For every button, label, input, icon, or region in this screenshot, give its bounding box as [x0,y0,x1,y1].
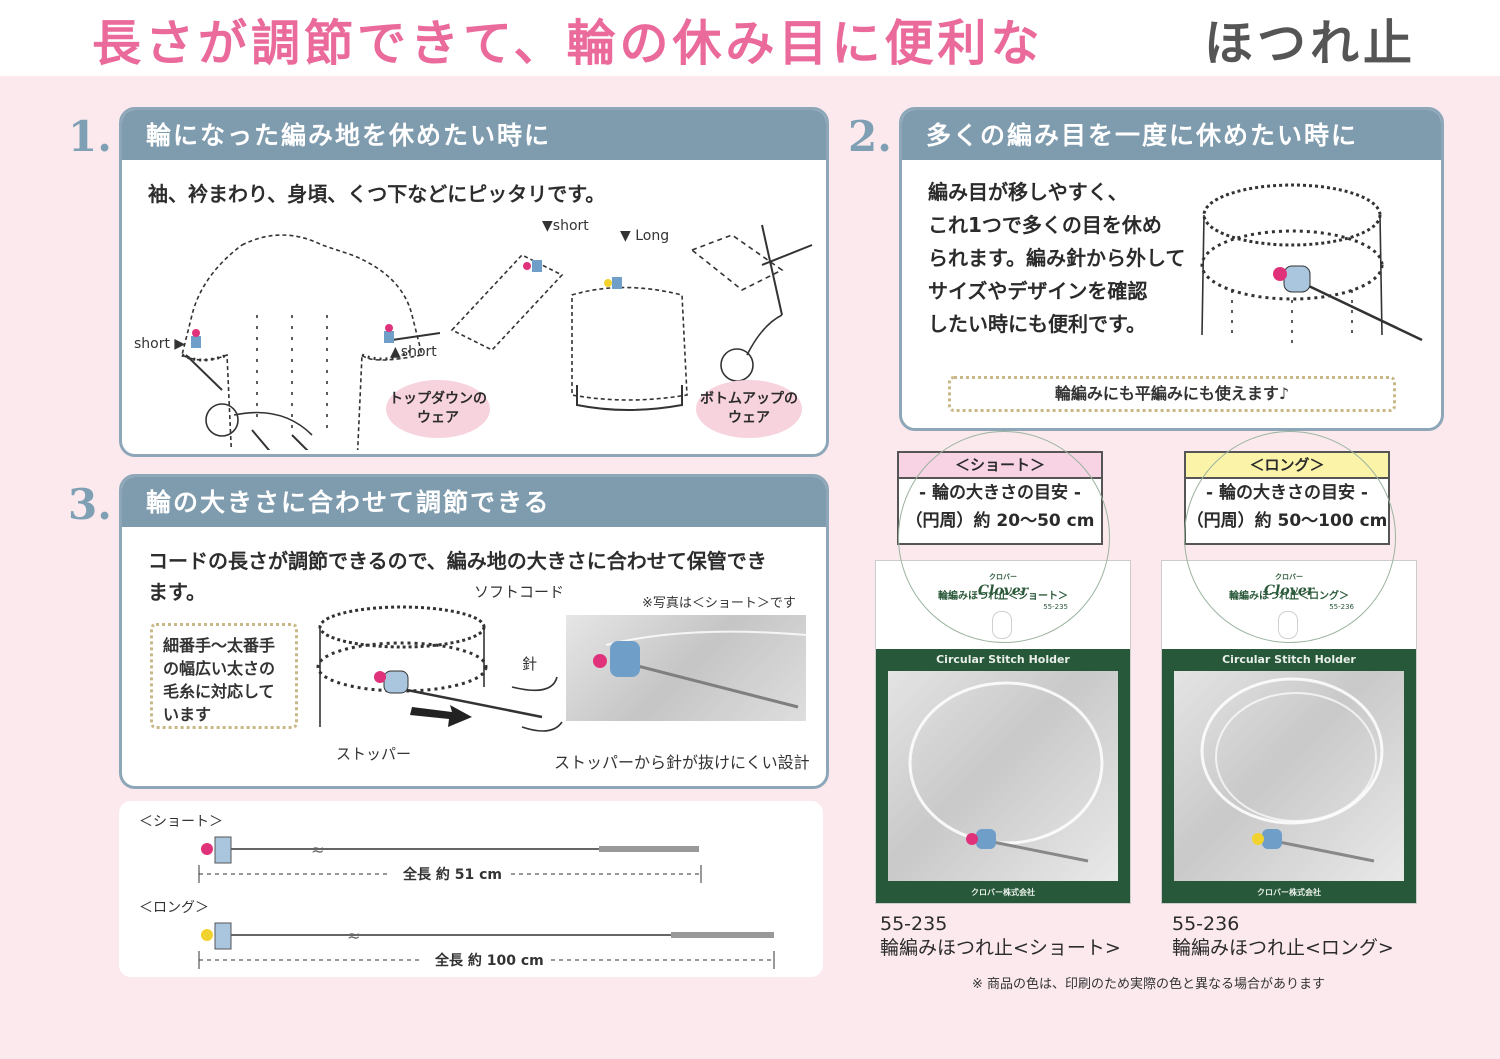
section-3-number: 3. [68,480,112,529]
section-3-heading: 輪の大きさに合わせて調節できる [122,477,826,527]
label-needle: 針 [522,655,538,673]
long-holder-diagram: ≈ [198,922,775,970]
page-title-product: ほつれ止 [1204,15,1417,72]
label-soft-cord: ソフトコード [474,583,565,601]
sweater-illustration [181,234,441,450]
photo-note: ※写真は＜ショート＞です [642,596,796,611]
knitting-illustration [181,224,813,450]
section-2-heading: 多くの編み目を一度に休めたい時に [902,110,1441,160]
product-short-code: 55-235 [880,913,948,935]
label-stopper: ストッパー [336,745,412,763]
package-short-code: 55-235 [1043,603,1068,611]
svg-text:≈: ≈ [311,840,324,859]
package-long-code: 55-236 [1329,603,1354,611]
section-2-text: 編み目が移しやすく、 これ1つで多くの目を休め られます。編み針から外して サイ… [928,180,1186,336]
design-note: ストッパーから針が抜けにくい設計 [554,753,810,772]
length-short-total: 全長 約 51 cm [403,867,502,883]
label-short-bottom: ▲short [390,344,437,360]
stitch-holder-ring-illustration [1200,183,1423,345]
section-1-panel: 輪になった編み地を休めたい時に 袖、衿まわり、身頃、くつ下などにピッタリです。 [119,107,829,457]
section-3-text-line2: ます。 [148,580,206,604]
hang-hole [992,611,1012,639]
tag-topdown: トップダウンのウェア [386,380,490,438]
product-short-caption: 55-235 輪編みほつれ止<ショート> [880,912,1121,960]
yarn-compatibility-box: 細番手～太番手 の幅広い太さの 毛糸に対応して います [150,623,298,729]
package-short-photo [888,671,1118,881]
hang-hole [1278,611,1298,639]
tag-bottomup: ボトムアップのウェア [696,380,802,438]
package-long-maker: クロバー株式会社 [1257,888,1321,897]
svg-text:≈: ≈ [347,926,360,945]
section-3-text-line1: コードの長さが調節できるので、編み地の大きさに合わせて保管でき [148,549,767,573]
label-short-left: short ▶ [134,336,186,352]
length-panel: ＜ショート＞ ≈ 全長 約 51 cm ＜ロング＞ ≈ 全長 約 100 cm [119,801,823,977]
section-1-number: 1. [68,112,112,161]
label-short-top: ▼short [542,218,589,234]
product-long-caption: 55-236 輪編みほつれ止<ロング> [1172,912,1394,960]
label-long: ▼ Long [620,228,670,244]
section-2-number: 2. [848,112,892,161]
section-1-heading: 輪になった編み地を休めたい時に [122,110,826,160]
section-3-panel: 輪の大きさに合わせて調節できる コードの長さが調節できるので、編み地の大きさに合… [119,474,829,789]
title-bar: 長さが調節できて、輪の休み目に便利な ほつれ止 [0,0,1500,76]
length-long-label: ＜ロング＞ [139,900,209,916]
section-1-text: 袖、衿まわり、身頃、くつ下などにピッタリです。 [148,182,606,206]
package-long-name: 輪編みほつれ止＜ロング＞ [1229,591,1349,602]
short-holder-diagram: ≈ [198,836,702,884]
length-long-total: 全長 約 100 cm [435,953,544,969]
package-short-name: 輪編みほつれ止＜ショート＞ [938,591,1068,602]
section-2-note: 輪編みにも平編みにも使えます♪ [948,376,1396,412]
section-2-panel: 多くの編み目を一度に休めたい時に 編み目が移しやすく、 これ1つで多くの目を休め… [899,107,1444,431]
package-long-photo [1174,671,1404,881]
stopper-photo [566,615,807,721]
product-long-code: 55-236 [1172,913,1240,935]
page-title-main: 長さが調節できて、輪の休み目に便利な [92,15,1044,72]
adjusting-illustration [316,605,563,732]
package-short-maker: クロバー株式会社 [971,888,1035,897]
length-short-label: ＜ショート＞ [139,814,223,830]
package-short-english: Circular Stitch Holder [936,653,1070,666]
package-long-english: Circular Stitch Holder [1222,653,1356,666]
product-short-name: 輪編みほつれ止<ショート> [880,937,1121,959]
color-disclaimer: ※ 商品の色は、印刷のため実際の色と異なる場合があります [972,977,1326,992]
product-long-name: 輪編みほつれ止<ロング> [1172,937,1394,959]
